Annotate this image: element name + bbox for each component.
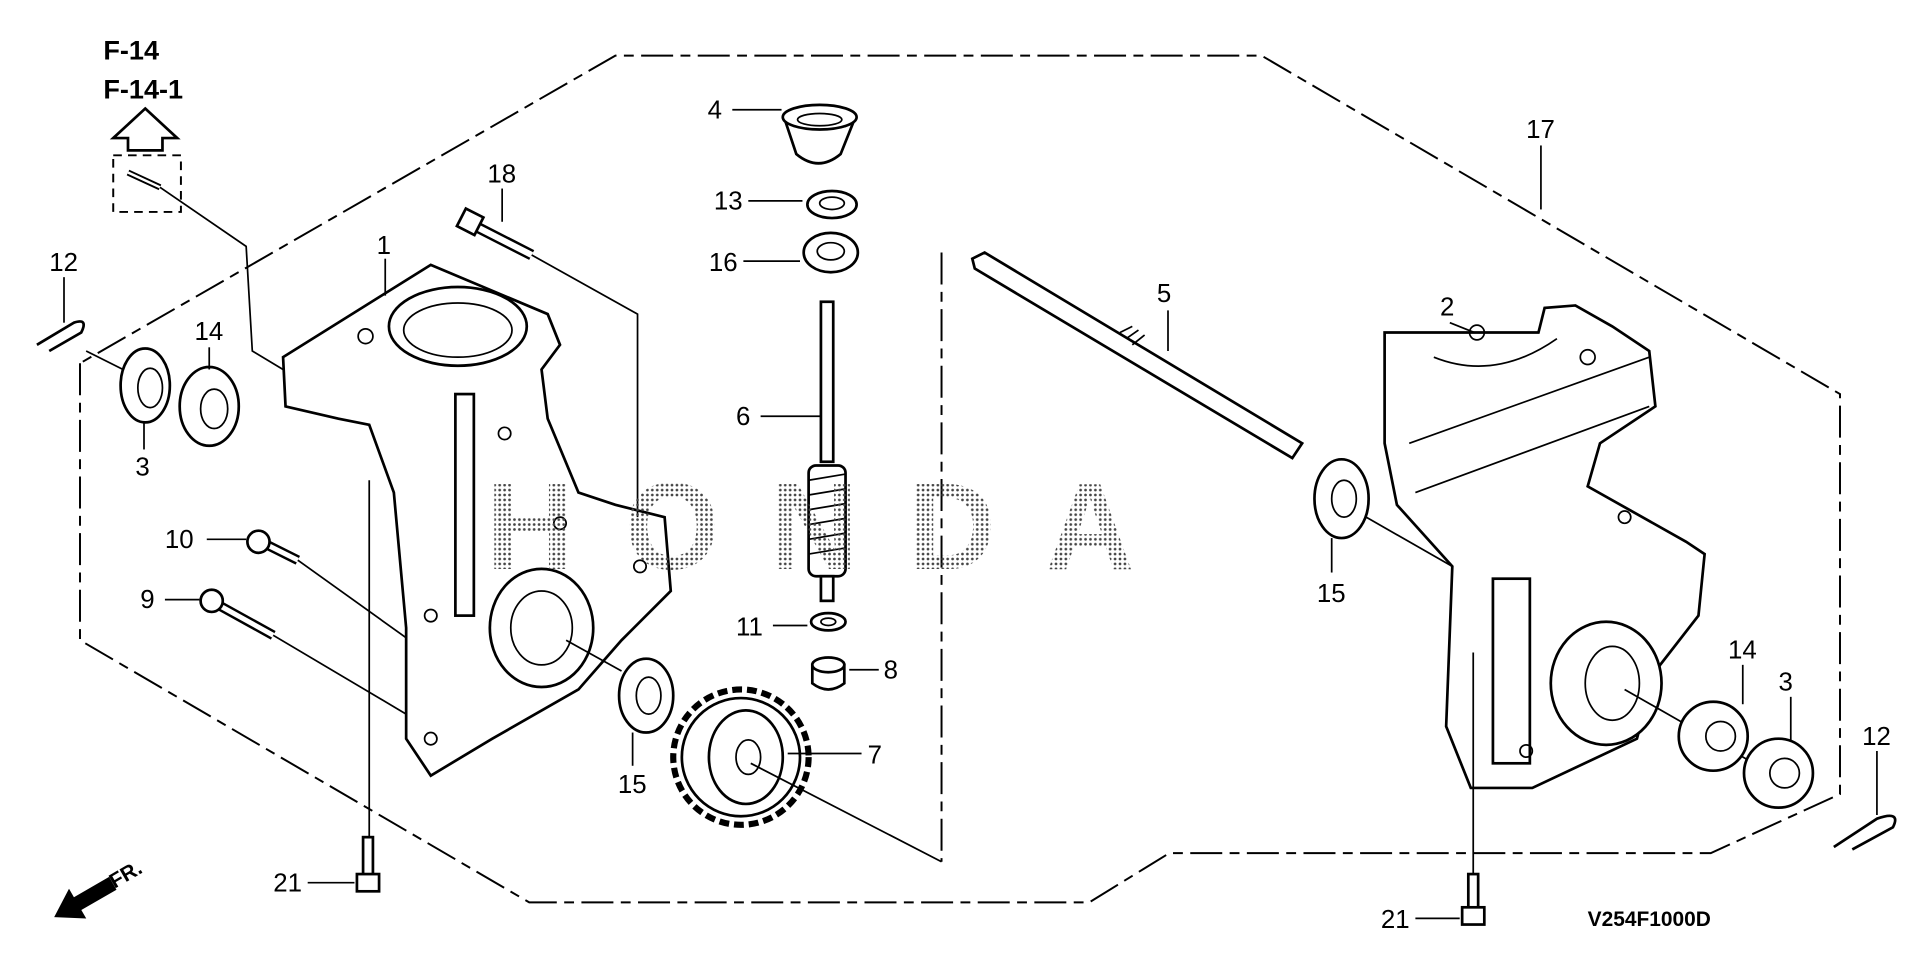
bolt-part-18 [455, 206, 535, 260]
diagram-code: V254F1000D [1588, 908, 1711, 931]
front-arrow-icon [54, 876, 117, 919]
shaft-part-5 [970, 250, 1305, 460]
callout-12-left[interactable]: 12 [49, 249, 78, 277]
callout-15-left[interactable]: 15 [618, 771, 647, 799]
seal-part-14-left [178, 365, 241, 448]
bearing-part-15-right [1313, 457, 1370, 540]
bolt-part-10 [246, 529, 301, 565]
honda-watermark: HONDA [486, 459, 1183, 596]
clip-part-12-left [36, 320, 86, 353]
callout-21-right[interactable]: 21 [1381, 906, 1410, 934]
callout-2[interactable]: 2 [1440, 293, 1454, 321]
right-case-part-2 [1383, 304, 1707, 790]
ref-f14-1[interactable]: F-14-1 [103, 74, 183, 105]
callout-13[interactable]: 13 [714, 187, 743, 215]
worm-shaft-part-6 [807, 300, 847, 603]
callout-21-left[interactable]: 21 [273, 869, 302, 897]
seal-part-14-right [1677, 700, 1750, 773]
callout-5[interactable]: 5 [1157, 280, 1171, 308]
callout-16[interactable]: 16 [709, 249, 738, 277]
ref-f14[interactable]: F-14 [103, 34, 159, 65]
nut-part-8 [810, 656, 846, 691]
callout-18[interactable]: 18 [487, 160, 516, 188]
reference-bolt-icon [126, 169, 162, 191]
seal-part-3-left [119, 347, 172, 424]
clip-part-12-right [1833, 814, 1897, 851]
cup-part-4 [781, 103, 858, 165]
callout-1[interactable]: 1 [377, 232, 391, 260]
callout-17[interactable]: 17 [1526, 116, 1555, 144]
assembly-outline [79, 54, 1841, 904]
bearing-part-16 [802, 231, 860, 274]
arrow-up-icon [109, 106, 181, 152]
gear-part-7 [670, 686, 812, 828]
callout-6[interactable]: 6 [736, 403, 750, 431]
callout-12-right[interactable]: 12 [1862, 723, 1891, 751]
washer-part-11 [809, 611, 847, 632]
left-case-part-1 [281, 263, 673, 778]
callout-10[interactable]: 10 [165, 526, 194, 554]
bearing-part-13 [806, 189, 858, 220]
callout-14-left[interactable]: 14 [194, 318, 223, 346]
reference-bolt-box [112, 154, 182, 213]
bolt-part-21-left [355, 835, 381, 893]
callout-8[interactable]: 8 [884, 656, 898, 684]
callout-15-right[interactable]: 15 [1317, 580, 1346, 608]
callout-11[interactable]: 11 [736, 613, 763, 641]
bolt-part-21-right [1460, 872, 1486, 926]
bearing-part-15-left [617, 657, 675, 734]
callout-3-left[interactable]: 3 [135, 453, 149, 481]
callout-4[interactable]: 4 [708, 96, 722, 124]
callout-3-right[interactable]: 3 [1778, 669, 1792, 697]
callout-7[interactable]: 7 [868, 741, 882, 769]
callout-14-right[interactable]: 14 [1728, 637, 1757, 665]
bolt-part-9 [199, 588, 276, 640]
callout-9[interactable]: 9 [140, 586, 154, 614]
seal-part-3-right [1742, 737, 1815, 809]
